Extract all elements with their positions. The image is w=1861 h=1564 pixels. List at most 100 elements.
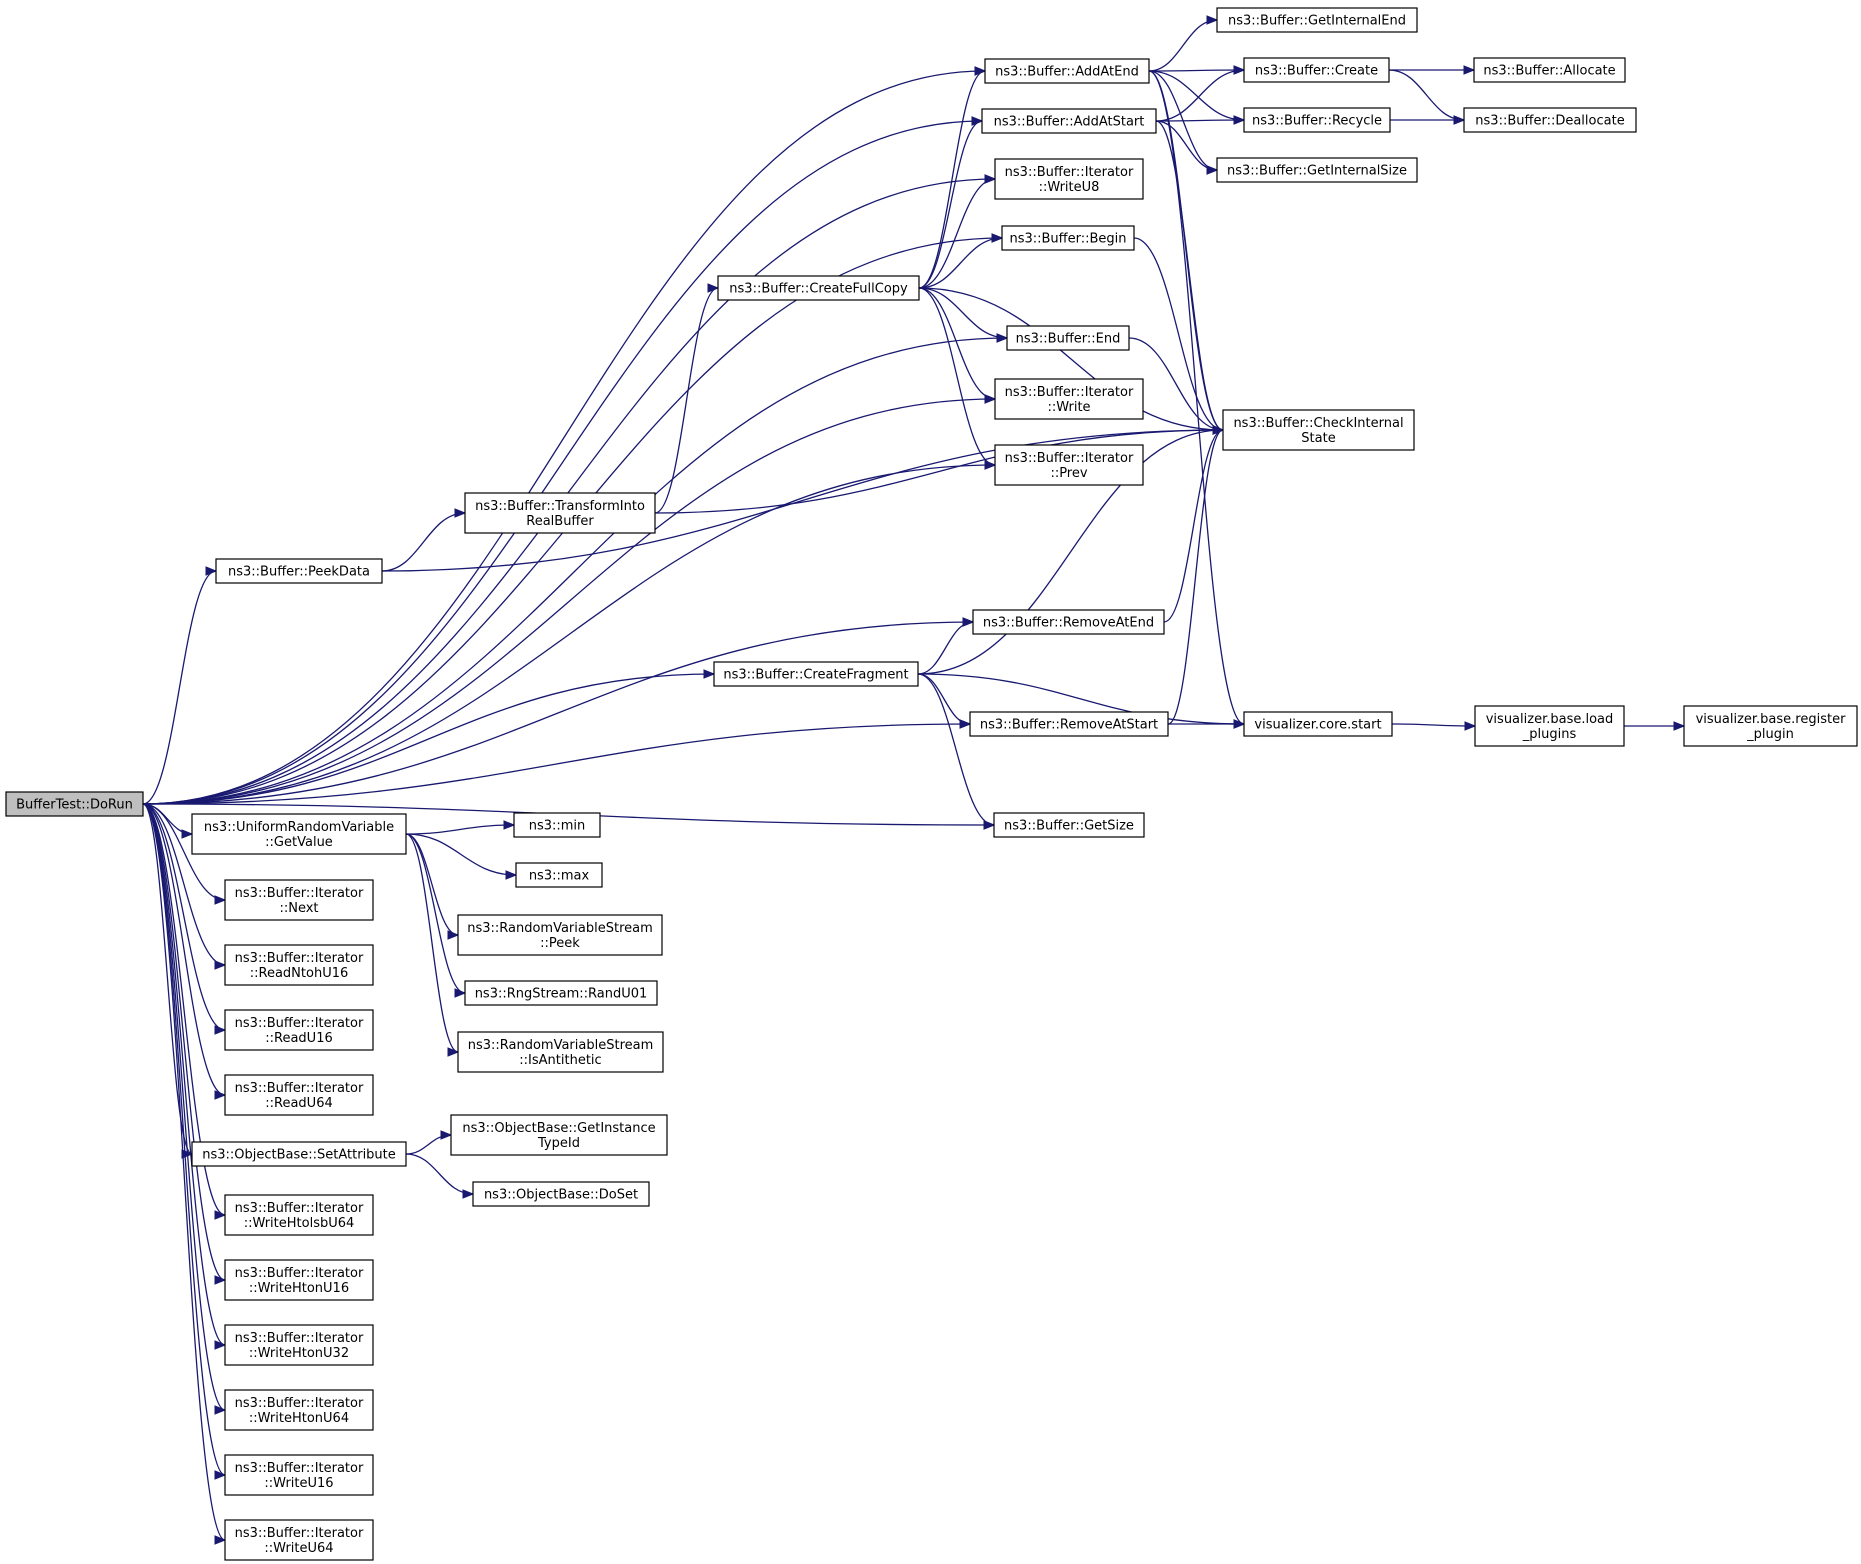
- arrowhead: [454, 988, 467, 998]
- node-registerplugin[interactable]: visualizer.base.register_plugin: [1683, 705, 1858, 747]
- edge-dorun-to-writeu8: [142, 178, 996, 805]
- arrowhead: [707, 283, 720, 293]
- node-writehtonu64[interactable]: ns3::Buffer::Iterator::WriteHtonU64: [224, 1389, 374, 1431]
- node-getinternalend[interactable]: ns3::Buffer::GetInternalEnd: [1216, 7, 1418, 33]
- node-box: [984, 58, 1150, 84]
- node-writehtonu16[interactable]: ns3::Buffer::Iterator::WriteHtonU16: [224, 1259, 374, 1301]
- node-box: [994, 158, 1144, 200]
- node-dorun[interactable]: BufferTest::DoRun: [5, 791, 144, 817]
- node-label: ns3::Buffer::Begin: [1009, 232, 1126, 247]
- node-begin[interactable]: ns3::Buffer::Begin: [1001, 225, 1135, 251]
- node-readntohu16[interactable]: ns3::Buffer::Iterator::ReadNtohU16: [224, 944, 374, 986]
- arrowhead: [703, 669, 716, 679]
- node-label: ::ReadNtohU16: [250, 966, 349, 981]
- node-box: [993, 812, 1145, 838]
- node-writeu8[interactable]: ns3::Buffer::Iterator::WriteU8: [994, 158, 1144, 200]
- node-label: ns3::Buffer::Iterator: [235, 951, 364, 966]
- edge-dorun-to-writehtonu64: [142, 803, 226, 1411]
- node-box: [1243, 57, 1390, 83]
- arrowhead: [505, 870, 518, 880]
- node-setattribute[interactable]: ns3::ObjectBase::SetAttribute: [191, 1141, 407, 1167]
- node-writeu16[interactable]: ns3::Buffer::Iterator::WriteU16: [224, 1454, 374, 1496]
- node-allocate[interactable]: ns3::Buffer::Allocate: [1473, 57, 1626, 83]
- node-deallocate[interactable]: ns3::Buffer::Deallocate: [1463, 107, 1637, 133]
- node-box: [224, 879, 374, 921]
- node-box: [969, 711, 1169, 737]
- edge-createfragment-to-checkinternal: [917, 429, 1224, 675]
- edge-dorun-to-readu16: [142, 803, 226, 1031]
- node-label: visualizer.base.register: [1696, 712, 1847, 727]
- edge-dorun-to-writeu64: [142, 803, 226, 1541]
- edge-createfullcopy-to-begin: [918, 237, 1003, 289]
- node-label: ns3::Buffer::Iterator: [235, 1201, 364, 1216]
- node-removeatstart[interactable]: ns3::Buffer::RemoveAtStart: [969, 711, 1169, 737]
- arrowhead: [1233, 115, 1246, 125]
- node-min[interactable]: ns3::min: [513, 812, 601, 838]
- node-createfragment[interactable]: ns3::Buffer::CreateFragment: [713, 661, 919, 687]
- node-loadplugins[interactable]: visualizer.base.load_plugins: [1474, 705, 1625, 747]
- edge-dorun-to-readu64: [142, 803, 226, 1096]
- node-create[interactable]: ns3::Buffer::Create: [1243, 57, 1390, 83]
- node-label: RealBuffer: [526, 514, 594, 529]
- node-recycle[interactable]: ns3::Buffer::Recycle: [1243, 107, 1391, 133]
- node-label: ns3::Buffer::Allocate: [1483, 64, 1615, 79]
- node-createfullcopy[interactable]: ns3::Buffer::CreateFullCopy: [717, 275, 920, 301]
- node-addatend[interactable]: ns3::Buffer::AddAtEnd: [984, 58, 1150, 84]
- node-prev[interactable]: ns3::Buffer::Iterator::Prev: [994, 444, 1144, 486]
- node-isantithetic[interactable]: ns3::RandomVariableStream::IsAntithetic: [457, 1031, 664, 1073]
- node-box: [1463, 107, 1637, 133]
- node-readu64[interactable]: ns3::Buffer::Iterator::ReadU64: [224, 1074, 374, 1116]
- node-max[interactable]: ns3::max: [515, 862, 603, 888]
- edge-begin-to-checkinternal: [1133, 237, 1224, 431]
- node-getvalue[interactable]: ns3::UniformRandomVariable::GetValue: [191, 813, 407, 855]
- node-peek[interactable]: ns3::RandomVariableStream::Peek: [457, 914, 663, 956]
- node-label: ::WriteHtonU32: [249, 1346, 349, 1361]
- node-writehtolsbu64[interactable]: ns3::Buffer::Iterator::WriteHtolsbU64: [224, 1194, 374, 1236]
- node-box: [224, 1519, 374, 1561]
- arrowhead: [984, 174, 997, 184]
- node-getsize[interactable]: ns3::Buffer::GetSize: [993, 812, 1145, 838]
- node-writehtonu32[interactable]: ns3::Buffer::Iterator::WriteHtonU32: [224, 1324, 374, 1366]
- node-box: [513, 812, 601, 838]
- edge-createfullcopy-to-addatstart: [918, 120, 983, 289]
- node-box: [224, 1259, 374, 1301]
- node-doset[interactable]: ns3::ObjectBase::DoSet: [472, 1181, 650, 1207]
- node-box: [1006, 325, 1130, 351]
- node-box: [472, 1181, 650, 1207]
- arrowhead: [984, 394, 997, 404]
- node-getinternalsize[interactable]: ns3::Buffer::GetInternalSize: [1216, 157, 1418, 183]
- node-write[interactable]: ns3::Buffer::Iterator::Write: [994, 378, 1144, 420]
- edge-dorun-to-writehtonu16: [142, 803, 226, 1281]
- node-readu16[interactable]: ns3::Buffer::Iterator::ReadU16: [224, 1009, 374, 1051]
- node-label: ns3::Buffer::CreateFragment: [723, 668, 908, 683]
- node-randu01[interactable]: ns3::RngStream::RandU01: [464, 980, 658, 1006]
- edge-dorun-to-prev: [142, 464, 996, 805]
- node-end[interactable]: ns3::Buffer::End: [1006, 325, 1130, 351]
- edge-setattribute-to-doset: [405, 1153, 474, 1195]
- arrowhead: [996, 333, 1009, 343]
- node-label: ns3::Buffer::Iterator: [1005, 165, 1134, 180]
- edge-addatstart-to-checkinternal: [1155, 120, 1224, 431]
- node-next[interactable]: ns3::Buffer::Iterator::Next: [224, 879, 374, 921]
- node-label: ns3::Buffer::Iterator: [1005, 385, 1134, 400]
- node-removeatend[interactable]: ns3::Buffer::RemoveAtEnd: [972, 609, 1165, 635]
- arrowhead: [214, 1535, 227, 1545]
- node-writeu64[interactable]: ns3::Buffer::Iterator::WriteU64: [224, 1519, 374, 1561]
- edge-createfullcopy-to-addatend: [918, 70, 986, 289]
- node-label: State: [1301, 431, 1335, 446]
- edge-dorun-to-writehtolsbu64: [142, 803, 226, 1216]
- node-label: ::WriteHtonU64: [249, 1411, 349, 1426]
- edge-create-to-deallocate: [1388, 69, 1465, 121]
- node-peekdata[interactable]: ns3::Buffer::PeekData: [215, 558, 383, 584]
- edge-dorun-to-addatend: [142, 70, 986, 805]
- node-label: ns3::Buffer::GetInternalSize: [1227, 164, 1407, 179]
- arrowhead: [214, 1340, 227, 1350]
- edge-addatend-to-getinternalend: [1148, 19, 1218, 72]
- node-corestart[interactable]: visualizer.core.start: [1243, 711, 1393, 737]
- arrowhead: [1212, 425, 1225, 435]
- node-addatstart[interactable]: ns3::Buffer::AddAtStart: [981, 108, 1157, 134]
